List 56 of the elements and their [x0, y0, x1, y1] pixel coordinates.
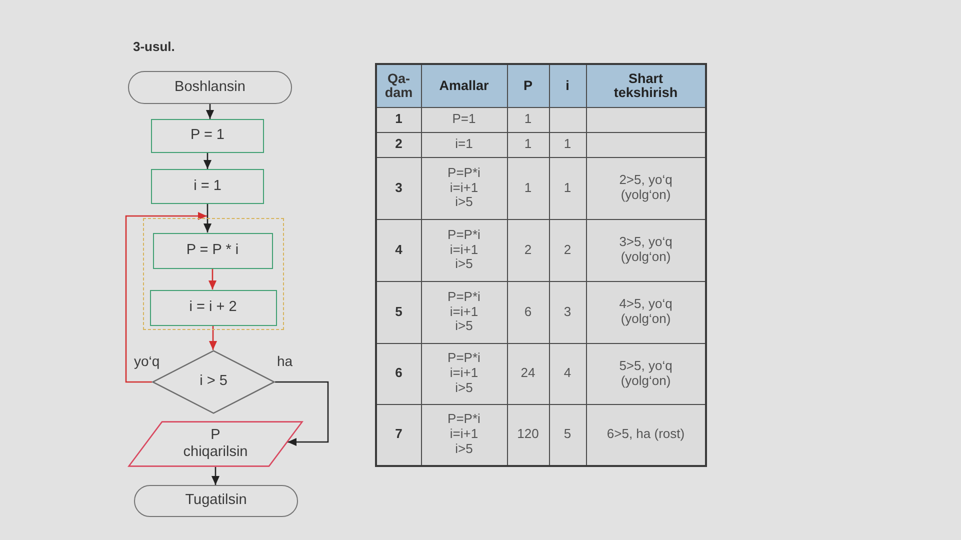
table-cell: 6>5, ha (rost)	[586, 404, 706, 466]
flow-arrow	[206, 104, 214, 119]
dashed-group-box	[143, 218, 284, 330]
flow-arrow	[275, 381, 329, 446]
flow-arrow	[203, 153, 212, 169]
table-cell: P=P*i i=i+1 i>5	[421, 281, 507, 343]
header-cell: Amallar	[421, 64, 507, 107]
flow-arrow	[203, 204, 212, 232]
header-cell: Qa- dam	[376, 64, 421, 107]
table-cell: 120	[507, 404, 549, 466]
table-cell: 4>5, yo‘q (yolg‘on)	[586, 281, 706, 343]
table-cell: 1	[507, 107, 549, 132]
table-cell: 2	[549, 219, 586, 281]
table-cell: 1	[507, 132, 549, 157]
edge-label: yo‘q	[133, 354, 161, 370]
flow-arrow	[208, 326, 218, 350]
table-cell: P=1	[421, 107, 507, 132]
flow-arrow	[208, 268, 217, 290]
table-cell: 6	[507, 281, 549, 343]
diagram-title: 3-usul.	[133, 39, 175, 54]
table-cell: 7	[376, 404, 421, 466]
table-cell: P=P*i i=i+1 i>5	[421, 157, 507, 219]
table-cell: P=P*i i=i+1 i>5	[421, 343, 507, 404]
flow-arrow	[125, 212, 207, 383]
process-box: i = i + 2	[150, 290, 276, 326]
table-cell: 5>5, yo‘q (yolg‘on)	[586, 343, 706, 404]
table-cell: 1	[507, 157, 549, 219]
table-cell: 6	[376, 343, 421, 404]
header-cell: P	[507, 64, 549, 107]
table-cell: 2	[376, 132, 421, 157]
output-parallelogram: P chiqarilsin	[128, 421, 303, 467]
table-cell: 4	[549, 343, 586, 404]
table-cell: 5	[549, 404, 586, 466]
table-cell: 3>5, yo‘q (yolg‘on)	[586, 219, 706, 281]
header-cell: i	[549, 64, 586, 107]
terminal-box: Boshlansin	[128, 71, 292, 104]
table-cell: 3	[376, 157, 421, 219]
table-cell: 1	[549, 157, 586, 219]
table-cell: 2>5, yo‘q (yolg‘on)	[586, 157, 706, 219]
table-cell: P=P*i i=i+1 i>5	[421, 219, 507, 281]
table-cell: 1	[549, 132, 586, 157]
table-cell: 1	[376, 107, 421, 132]
flow-arrow	[211, 467, 220, 485]
table-cell: 5	[376, 281, 421, 343]
edge-label: ha	[276, 354, 294, 370]
process-box: P = P * i	[152, 232, 272, 268]
table-cell: 4	[376, 219, 421, 281]
table-cell: 24	[507, 343, 549, 404]
process-box: i = 1	[151, 169, 264, 204]
header-cell: Shart tekshirish	[586, 64, 706, 107]
table-cell: i=1	[421, 132, 507, 157]
terminal-box: Tugatilsin	[134, 485, 298, 517]
process-box: P = 1	[151, 119, 264, 153]
table-cell: 2	[507, 219, 549, 281]
table-cell: P=P*i i=i+1 i>5	[421, 404, 507, 466]
table-cell: 3	[549, 281, 586, 343]
